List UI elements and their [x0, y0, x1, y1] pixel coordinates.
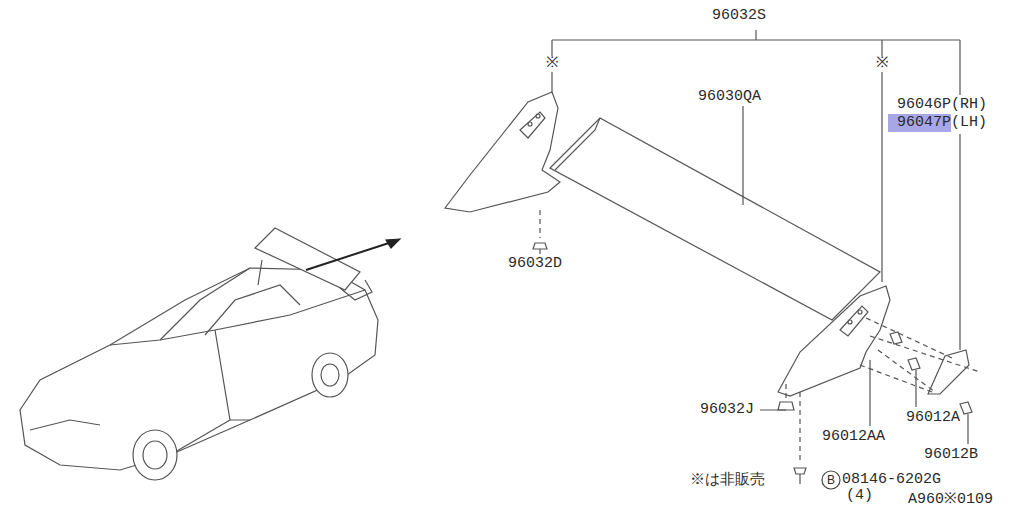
note-mark: ※ [876, 56, 889, 72]
quantity: (4) [846, 488, 873, 504]
part-number: 96032D [508, 256, 562, 272]
assembly-number: 96032S [712, 8, 766, 24]
part-number: 08146-6202G [842, 472, 941, 488]
part-number: 96012A [906, 410, 960, 426]
diagram-code: A960※0109 [908, 492, 993, 508]
circled-letter: B [821, 470, 841, 490]
note-mark: ※ [546, 56, 559, 72]
part-number: 96012AA [822, 429, 885, 445]
part-number: 96032J [700, 402, 754, 418]
bolt-symbol-letter: B [821, 470, 841, 490]
note: ※は非販売 [690, 473, 765, 489]
part-number: 96012B [924, 447, 978, 463]
part-number: 96030QA [698, 89, 761, 105]
part-number: 96046P(RH) [897, 97, 987, 113]
part-number: 96047P(LH) [897, 115, 987, 131]
